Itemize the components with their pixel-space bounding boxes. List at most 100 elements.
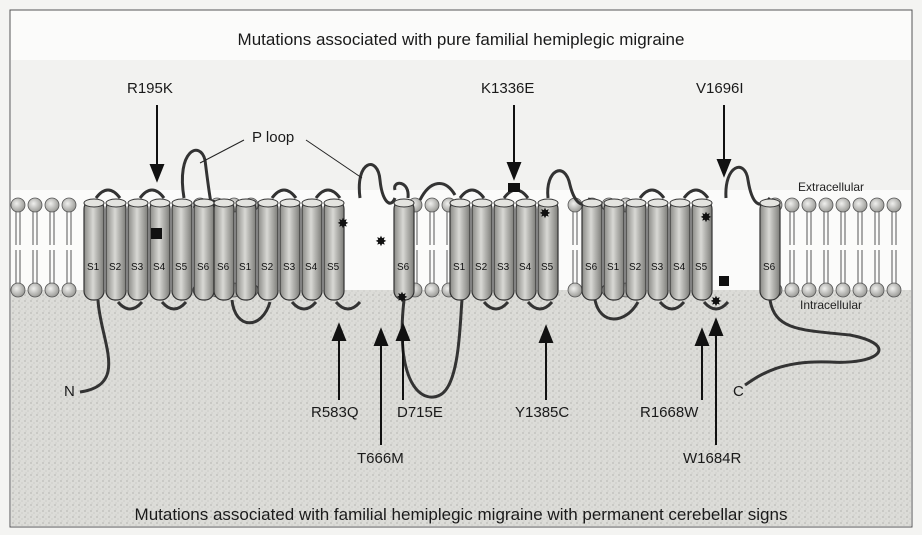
helix-segment — [582, 200, 602, 300]
c-terminus-label: C — [733, 383, 744, 400]
lipid-head — [819, 283, 833, 297]
mutation-label-d715e: D715E — [397, 404, 443, 421]
mutation-label-r583q: R583Q — [311, 404, 359, 421]
segment-label: S1 — [607, 262, 619, 273]
lipid-head — [853, 283, 867, 297]
segment-label: S1 — [87, 262, 99, 273]
lipid-head — [836, 283, 850, 297]
helix-segment — [106, 200, 126, 300]
segment-label: S5 — [175, 262, 187, 273]
segment-label: S3 — [283, 262, 295, 273]
segment-label: S2 — [629, 262, 641, 273]
segment-label: S5 — [327, 262, 339, 273]
segment-label: S5 — [541, 262, 553, 273]
segment-label: S4 — [153, 262, 165, 273]
segment-label: S4 — [673, 262, 685, 273]
helix-segment — [648, 200, 668, 300]
extracellular-label: Extracellular — [798, 180, 864, 194]
helix-segment — [670, 200, 690, 300]
lipid-head — [819, 198, 833, 212]
segment-label: S2 — [475, 262, 487, 273]
segment-label: S5 — [695, 262, 707, 273]
helix-segment — [150, 200, 170, 300]
segment-label: S4 — [519, 262, 531, 273]
mutation-star: ✸ — [337, 216, 349, 232]
lipid-head — [785, 198, 799, 212]
lipid-head — [887, 198, 901, 212]
mutation-label-v1696i: V1696I — [696, 80, 744, 97]
helix-cap — [128, 199, 148, 207]
helix-cap — [450, 199, 470, 207]
segment-label: S2 — [109, 262, 121, 273]
lipid-head — [425, 283, 439, 297]
mutation-star: ✸ — [700, 210, 712, 226]
segment-label: S2 — [261, 262, 273, 273]
lipid-head — [802, 283, 816, 297]
lipid-head — [11, 198, 25, 212]
helix-cap — [106, 199, 126, 207]
helix-cap — [670, 199, 690, 207]
helix-segment — [516, 200, 536, 300]
mutation-star: ✸ — [710, 294, 722, 310]
helix-segment — [760, 200, 780, 300]
helix-cap — [84, 199, 104, 207]
helix-segment — [450, 200, 470, 300]
helix-segment — [302, 200, 322, 300]
segment-label: S1 — [453, 262, 465, 273]
segment-label: S6 — [217, 262, 229, 273]
helix-cap — [324, 199, 344, 207]
helix-cap — [516, 199, 536, 207]
mutation-label-r195k: R195K — [127, 80, 173, 97]
n-terminus-label: N — [64, 383, 75, 400]
p-loop-label: P loop — [252, 129, 294, 146]
helix-segment — [324, 200, 344, 300]
intracellular-label: Intracellular — [800, 298, 862, 312]
lipid-head — [45, 283, 59, 297]
helix-cap — [604, 199, 624, 207]
lipid-head — [425, 198, 439, 212]
segment-label: S3 — [131, 262, 143, 273]
segment-label: S3 — [497, 262, 509, 273]
helix-cap — [648, 199, 668, 207]
mutation-label-r1668w: R1668W — [640, 404, 698, 421]
segment-label: S3 — [651, 262, 663, 273]
helix-segment — [626, 200, 646, 300]
helix-segment — [214, 200, 234, 300]
helix-cap — [472, 199, 492, 207]
mutation-star: ✸ — [375, 234, 387, 250]
helix-cap — [258, 199, 278, 207]
lipid-head — [870, 283, 884, 297]
helix-cap — [494, 199, 514, 207]
helix-cap — [302, 199, 322, 207]
mutation-square-w1684r — [719, 276, 729, 286]
lipid-head — [785, 283, 799, 297]
lipid-head — [836, 198, 850, 212]
lipid-head — [802, 198, 816, 212]
helix-cap — [194, 199, 214, 207]
helix-cap — [236, 199, 256, 207]
helix-cap — [692, 199, 712, 207]
mutation-label-t666m: T666M — [357, 450, 404, 467]
helix-cap — [626, 199, 646, 207]
lipid-head — [887, 283, 901, 297]
lipid-head — [568, 283, 582, 297]
helix-segment — [280, 200, 300, 300]
mutation-label-y1385c: Y1385C — [515, 404, 569, 421]
bottom-caption: Mutations associated with familial hemip… — [0, 505, 922, 525]
segment-label: S6 — [197, 262, 209, 273]
helix-segment — [258, 200, 278, 300]
mutation-square-k1336e — [508, 183, 520, 192]
helix-cap — [582, 199, 602, 207]
lipid-head — [28, 283, 42, 297]
lipid-head — [853, 198, 867, 212]
helix-cap — [172, 199, 192, 207]
top-caption: Mutations associated with pure familial … — [0, 30, 922, 50]
lipid-head — [28, 198, 42, 212]
helix-cap — [214, 199, 234, 207]
lipid-head — [870, 198, 884, 212]
helix-cap — [760, 199, 780, 207]
helix-cap — [280, 199, 300, 207]
segment-label: S6 — [763, 262, 775, 273]
lipid-head — [62, 283, 76, 297]
helix-cap — [394, 199, 414, 207]
